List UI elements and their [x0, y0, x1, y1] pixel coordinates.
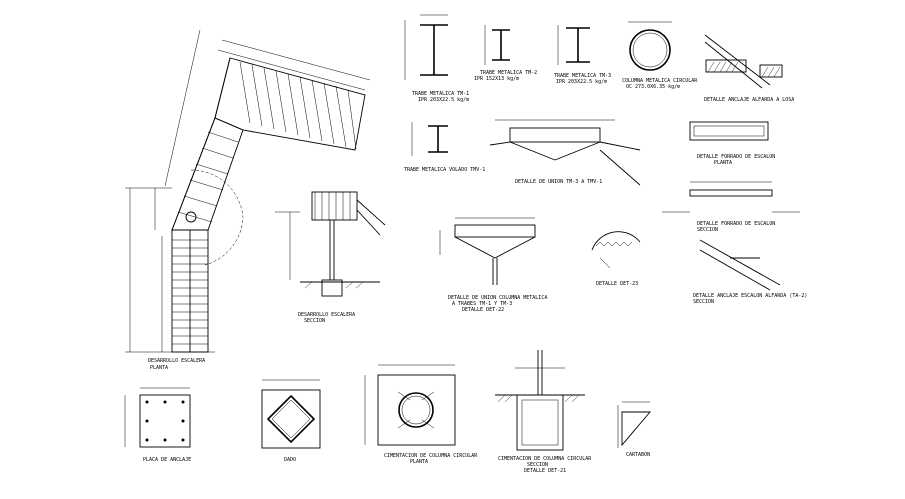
- cimentacion-seccion: CIMENTACION DE COLUMNA CIRCULAR SECCION …: [495, 350, 592, 474]
- union-col-sub2: DETALLE DET-22: [462, 307, 504, 313]
- tm2-title: TRABE METALICA TM-2: [480, 70, 537, 76]
- placa-anclaje: PLACA DE ANCLAJE: [124, 387, 191, 463]
- cartabon-detail: CARTABON: [617, 401, 651, 458]
- desarrollo-seccion: DESARROLLO ESCALERA SECCION: [275, 191, 386, 324]
- tmv1-section: TRABE METALICA VOLADO TMV-1: [404, 122, 485, 173]
- anclaje-detail: DETALLE ANCLAJE ALFARDA A LOSA: [704, 34, 794, 103]
- cimentacion-title: CIMENTACION DE COLUMNA CIRCULAR: [384, 453, 478, 459]
- tmv1-title: TRABE METALICA VOLADO TMV-1: [404, 167, 485, 173]
- union-col-title: DETALLE DE UNION COLUMNA METALICA: [448, 295, 547, 301]
- tm1-title: TRABE METALICA TM-1: [412, 91, 469, 97]
- union-tm3-tmv1: DETALLE DE UNION TM-3 A TMV-1: [489, 119, 641, 186]
- union-col-sub1: A TRABES TM-1 Y TM-3: [452, 301, 512, 307]
- stair-plan-drawing: DESARROLLO ESCALERA PLANTA: [125, 29, 371, 371]
- desarrollo-subtitle: SECCION: [304, 318, 325, 324]
- alfarda-title: DETALLE ANCLAJE ESCALON ALFARDA (TA-2): [693, 293, 807, 299]
- plan-title: DESARROLLO ESCALERA: [148, 358, 205, 364]
- forrado2-subtitle: SECCION: [697, 227, 718, 233]
- cim2-sub1: SECCION: [527, 462, 548, 468]
- cim2-title: CIMENTACION DE COLUMNA CIRCULAR: [498, 456, 592, 462]
- placa-title: PLACA DE ANCLAJE: [143, 457, 191, 463]
- tm3-subtitle: IPR 203X22.5 kg/m: [556, 79, 607, 85]
- det23-detail: DETALLE DET-23: [591, 231, 641, 287]
- cartabon-title: CARTABON: [626, 452, 650, 458]
- column-subtitle: OC 273.0X6.35 kg/m: [626, 84, 680, 90]
- tm3-title: TRABE METALICA TM-3: [554, 73, 611, 79]
- anclaje-title: DETALLE ANCLAJE ALFARDA A LOSA: [704, 97, 794, 103]
- cimentacion-subtitle: PLANTA: [410, 459, 428, 465]
- forrado-title: DETALLE FORRADO DE ESCALON: [697, 154, 775, 160]
- tm1-section: TRABE METALICA TM-1 IPR 203X22.5 kg/m: [404, 14, 469, 103]
- union-columna-detail: DETALLE DE UNION COLUMNA METALICA A TRAB…: [439, 217, 547, 313]
- cimentacion-planta: CIMENTACION DE COLUMNA CIRCULAR PLANTA: [364, 364, 478, 465]
- column-title: COLUMNA METALICA CIRCULAR: [622, 78, 698, 84]
- tm1-subtitle: IPR 203X22.5 kg/m: [418, 97, 469, 103]
- cim2-sub2: DETALLE DET-21: [524, 468, 566, 474]
- tm2-section: TRABE METALICA TM-2 IPR 152X13 kg/m: [474, 25, 537, 82]
- forrado2-title: DETALLE FORRADO DE ESCALON: [697, 221, 775, 227]
- dado-title: DADO: [284, 457, 296, 463]
- det23-title: DETALLE DET-23: [596, 281, 638, 287]
- tm2-subtitle: IPR 152X13 kg/m: [474, 76, 519, 82]
- dado-plan: DADO: [261, 379, 321, 463]
- alfarda-subtitle: SECCION: [693, 299, 714, 305]
- union-title: DETALLE DE UNION TM-3 A TMV-1: [515, 179, 602, 185]
- forrado-seccion: DETALLE FORRADO DE ESCALON SECCION: [662, 181, 800, 233]
- alfarda-detail: DETALLE ANCLAJE ESCALON ALFARDA (TA-2) S…: [693, 239, 807, 305]
- forrado-planta: DETALLE FORRADO DE ESCALON PLANTA: [689, 121, 775, 166]
- plan-subtitle: PLANTA: [150, 365, 168, 371]
- tm3-section: TRABE METALICA TM-3 IPR 203X22.5 kg/m: [554, 25, 611, 85]
- forrado-subtitle: PLANTA: [714, 160, 732, 166]
- desarrollo-title: DESARROLLO ESCALERA: [298, 312, 355, 318]
- column-section: COLUMNA METALICA CIRCULAR OC 273.0X6.35 …: [622, 21, 698, 90]
